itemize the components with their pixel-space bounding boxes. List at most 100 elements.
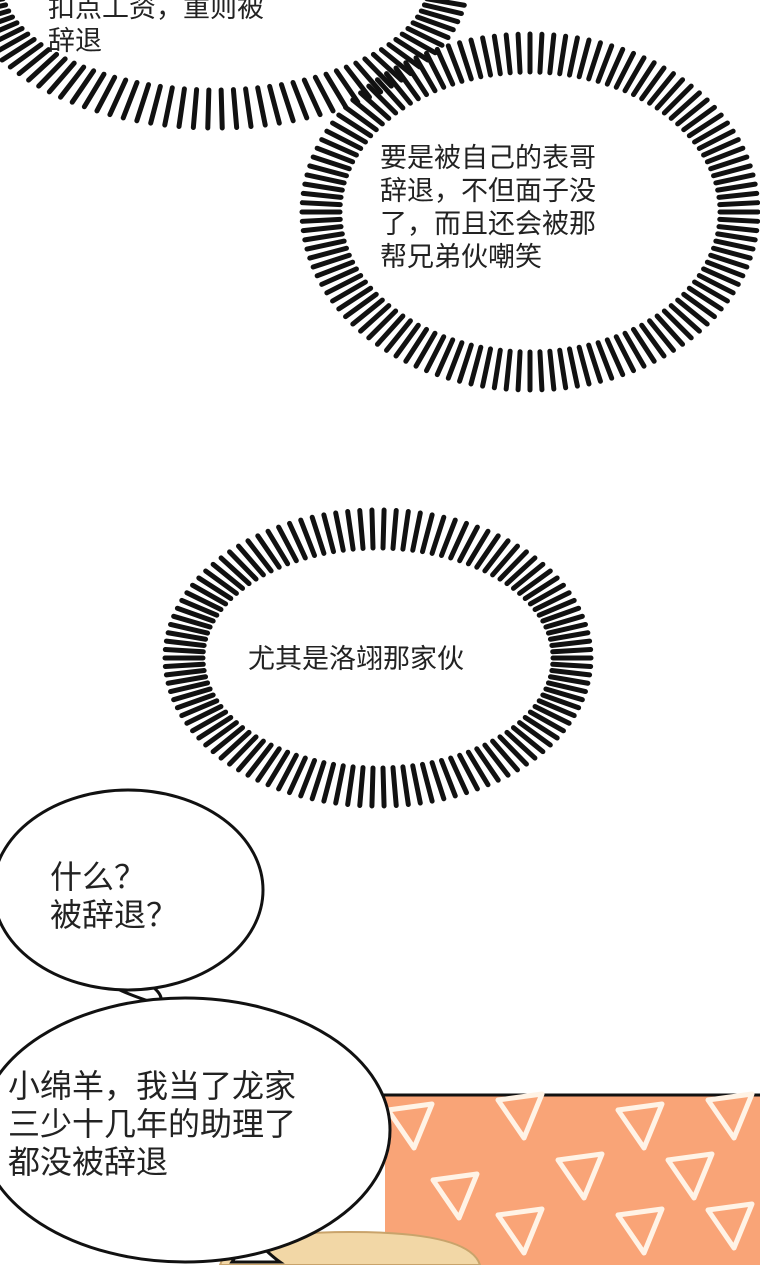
spike [290, 80, 310, 121]
spike [537, 349, 545, 393]
spike [497, 734, 529, 767]
spike [255, 533, 282, 570]
spike [413, 55, 438, 94]
spike [94, 74, 118, 114]
spike [465, 528, 491, 567]
spike [353, 60, 384, 95]
spike [236, 543, 266, 578]
spike [243, 86, 254, 129]
spike [696, 273, 736, 296]
spike [120, 80, 140, 121]
speech-bubble-question [0, 788, 265, 992]
spike [515, 31, 523, 75]
spike [386, 42, 423, 70]
spike [503, 348, 513, 392]
spike [203, 720, 239, 748]
spike [701, 137, 741, 158]
triangle-pattern [665, 1151, 715, 1201]
triangle-pattern [430, 1171, 480, 1221]
spike [309, 514, 327, 556]
spike [434, 337, 456, 378]
speech-bubble-reply [0, 996, 392, 1264]
spike [287, 520, 308, 561]
spike [69, 68, 97, 105]
spike [457, 752, 480, 792]
spike [717, 200, 760, 208]
spike [647, 71, 676, 106]
spike [400, 509, 411, 552]
thought-bubble-top-text: 扣点工资，重则被 辞退 [48, 0, 264, 57]
spike [414, 14, 456, 33]
spike [448, 755, 469, 796]
spike [210, 561, 246, 591]
spike [134, 82, 152, 124]
spike [26, 51, 60, 83]
spike [654, 77, 686, 111]
spike [438, 517, 458, 558]
spike [319, 137, 359, 158]
spike [532, 590, 572, 612]
spike [639, 322, 667, 359]
spike [218, 555, 252, 587]
spike [613, 334, 637, 374]
spike [370, 51, 404, 83]
spike [380, 765, 387, 809]
spike [445, 43, 465, 84]
spike [190, 87, 200, 130]
spike [276, 752, 299, 792]
spike [287, 755, 308, 796]
spike [245, 742, 274, 778]
spike [358, 303, 392, 334]
spike [491, 347, 503, 391]
spike [171, 686, 213, 703]
spike [647, 318, 676, 353]
spike [438, 758, 458, 799]
spike [586, 342, 603, 384]
spike [179, 698, 220, 719]
triangle-pattern [495, 1206, 545, 1256]
spike [503, 32, 513, 76]
thought-bubble-center [162, 507, 594, 809]
spike [537, 31, 545, 75]
spike [522, 714, 560, 741]
spike [536, 698, 577, 719]
spike [333, 68, 361, 105]
spike [465, 749, 491, 788]
thought-bubble-top [0, 0, 467, 131]
spike [418, 8, 461, 25]
thought-bubble-middle [299, 31, 760, 393]
spike [550, 661, 594, 669]
spike [713, 238, 756, 252]
spike [330, 279, 368, 304]
spike [343, 291, 379, 320]
spike [378, 47, 414, 77]
spike [298, 517, 318, 558]
spike [421, 2, 464, 17]
spike [350, 297, 385, 327]
spike [715, 231, 758, 243]
spike [267, 83, 282, 126]
spike [713, 172, 756, 186]
spike [190, 582, 229, 607]
spike [299, 200, 343, 208]
spike [468, 344, 484, 387]
triangle-pattern [705, 1091, 755, 1141]
spike [604, 337, 626, 378]
spike [413, 330, 438, 369]
speech-bubble-reply-text: 小绵羊，我当了龙家 三少十几年的助理了 都没被辞退 [8, 1067, 297, 1181]
spike [681, 104, 717, 133]
spike [168, 680, 211, 695]
triangle-pattern [555, 1151, 605, 1201]
spike [717, 216, 760, 224]
triangle-pattern [495, 1091, 545, 1141]
spike [692, 120, 730, 145]
spike [301, 77, 323, 118]
spike [393, 322, 421, 359]
spike [419, 761, 435, 804]
spike [203, 568, 239, 596]
spike [547, 674, 591, 686]
spike [549, 638, 593, 648]
spike [457, 40, 474, 82]
spike [410, 510, 423, 553]
